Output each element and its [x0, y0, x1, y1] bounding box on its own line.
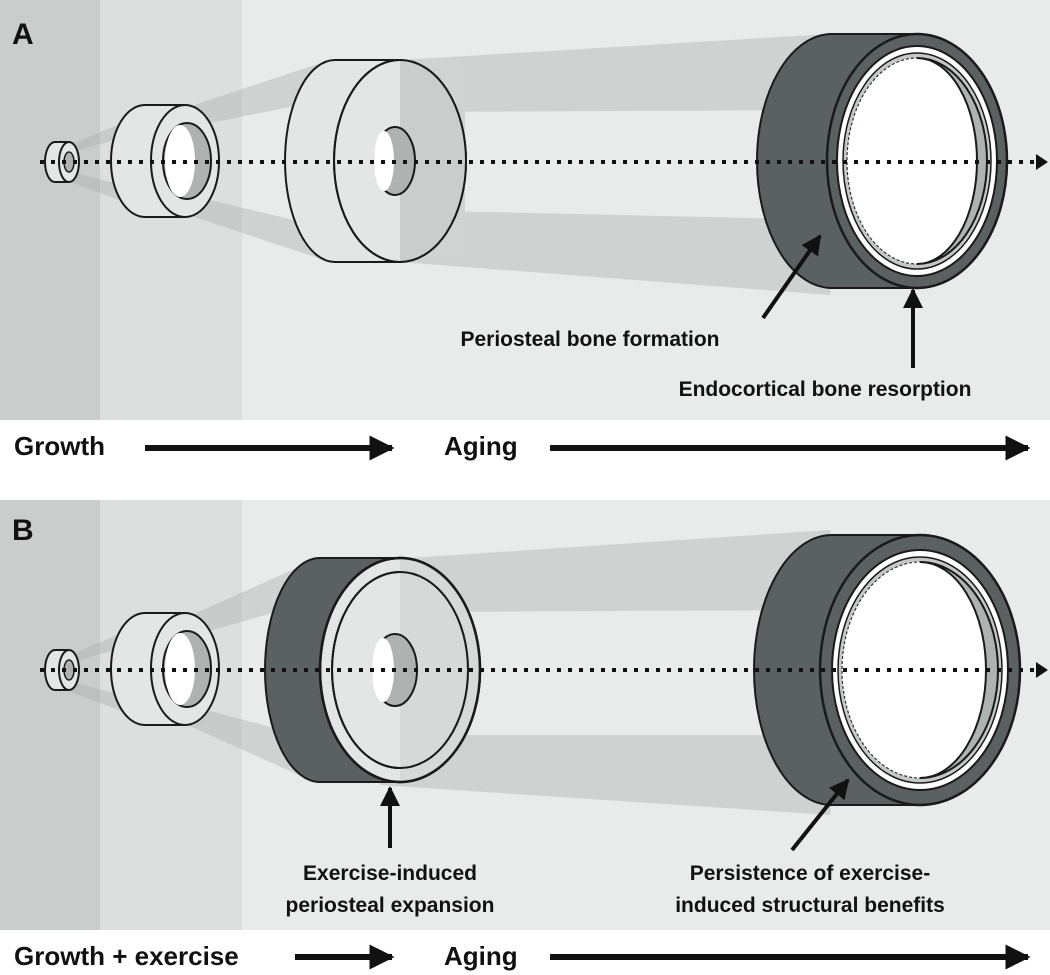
callout-endocortical-bone-resorption: Endocortical bone resorption: [679, 378, 972, 401]
bone-cylinder-adult: [284, 59, 467, 263]
projection-band: [400, 34, 840, 112]
axis-arrowhead: [1036, 662, 1048, 678]
panel-b-label: B: [12, 514, 34, 547]
stage-row-b: Growth + exercise Aging: [14, 941, 1031, 971]
stage-growth-exercise-label: Growth + exercise: [14, 941, 239, 971]
stage-aging-label: Aging: [444, 941, 518, 971]
callout-periosteal-bone-formation: Periosteal bone formation: [460, 328, 719, 351]
persistence-arrow: [790, 778, 850, 852]
panel-a-growth-band-dark: [0, 0, 100, 420]
stage-row-a: Growth Aging: [14, 431, 1031, 461]
panel-b-growth-band-dark: [0, 500, 100, 930]
bone-cylinder-infant: [44, 649, 80, 691]
periosteal-arrow: [761, 234, 822, 320]
stage-aging-label: Aging: [444, 431, 518, 461]
callout-persistence-line-2: induced structural benefits: [675, 894, 945, 917]
bone-cylinder-elderly: [756, 32, 1009, 290]
projection-band: [185, 704, 318, 780]
callout-exercise-line-2: periosteal expansion: [286, 894, 495, 917]
projection-band: [185, 60, 335, 128]
projection-band: [185, 194, 335, 262]
projection-band: [400, 210, 840, 295]
projection-band: [380, 735, 840, 815]
stage-growth-label: Growth: [14, 431, 105, 461]
callout-exercise-line-1: Exercise-induced: [303, 862, 477, 885]
panel-a-label: A: [12, 18, 34, 51]
projection-band: [185, 562, 318, 638]
callout-persistence-line-1: Persistence of exercise-: [690, 862, 930, 885]
panel-a: A Periosteal bone formation Endocortical…: [0, 0, 1050, 420]
projection-band: [380, 530, 840, 612]
panel-b: B Exercise-induced periosteal expansion …: [0, 500, 1050, 930]
bone-cylinder-exercised: [264, 556, 482, 784]
axis-arrowhead: [1036, 154, 1048, 170]
